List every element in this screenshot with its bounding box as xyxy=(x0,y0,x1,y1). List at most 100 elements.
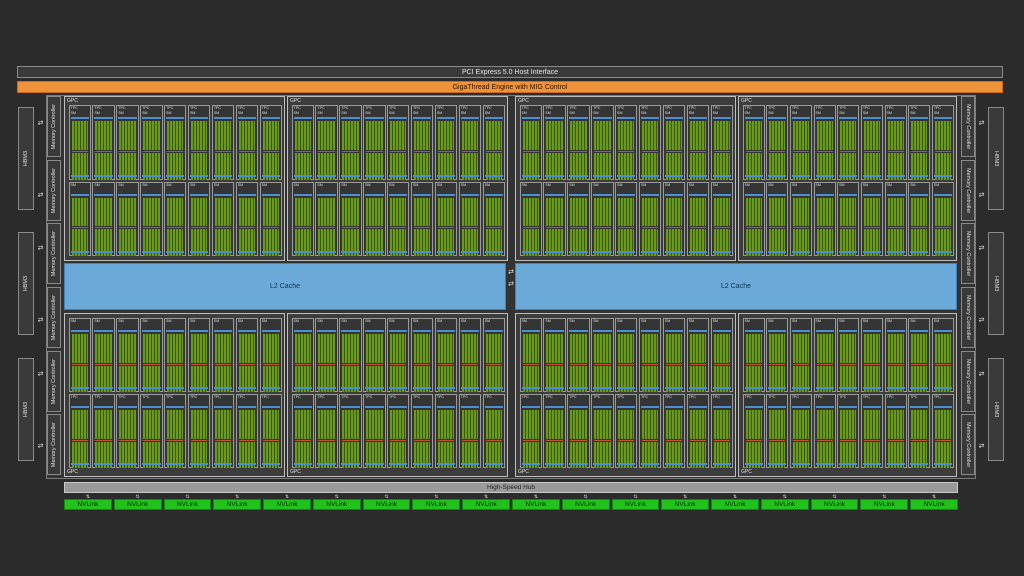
sm-block: SM xyxy=(259,181,282,256)
sm-cache-strip xyxy=(593,406,612,408)
sm-cache-strip xyxy=(293,174,312,177)
sm-block: TPC xyxy=(140,394,163,468)
sm-block: SM xyxy=(187,181,211,256)
sm-cores xyxy=(934,365,951,392)
sm-cache-strip xyxy=(341,174,360,177)
sm-register-strip xyxy=(143,439,160,441)
hbm3-label: HBM3 xyxy=(23,275,29,292)
sm-register-strip xyxy=(665,363,683,365)
sm-label: SM xyxy=(237,111,244,115)
sm-block: SM xyxy=(116,181,139,256)
sm-block: TPC xyxy=(68,394,91,468)
sm-cache-strip xyxy=(436,387,456,389)
sm-cores xyxy=(318,334,335,363)
sm-cache-strip xyxy=(412,330,432,332)
sm-register-strip xyxy=(461,150,479,152)
sm-cores xyxy=(71,152,88,180)
nvlink-label: NVLink xyxy=(376,501,398,508)
sm-cache-strip xyxy=(886,117,905,119)
sm-register-strip xyxy=(437,439,455,441)
sm-cache-strip xyxy=(712,193,731,196)
sm-label: SM xyxy=(617,111,623,115)
sm-label: SM xyxy=(341,111,347,115)
sm-cache-strip xyxy=(640,330,660,332)
sm-label: SM xyxy=(166,319,172,323)
sm-block: TPC xyxy=(363,394,386,468)
sm-cores xyxy=(641,121,659,150)
sm-cache-strip xyxy=(70,387,89,389)
nvlink-label: NVLink xyxy=(127,501,149,508)
sm-label: SM xyxy=(688,319,695,323)
memory-controller: Memory Controller xyxy=(47,223,61,284)
sm-register-strip xyxy=(641,227,659,229)
hbm3-stack: HBM3 xyxy=(18,232,34,335)
sm-block: SM xyxy=(315,181,338,256)
sm-cores xyxy=(546,229,563,256)
sm-cores xyxy=(214,334,232,363)
sm-register-strip xyxy=(190,150,208,152)
sm-label: SM xyxy=(189,182,196,187)
sm-label: SM xyxy=(412,182,419,187)
bidirectional-arrow-icon: ⇄ xyxy=(37,192,44,199)
sm-cores xyxy=(318,229,335,256)
sm-register-strip xyxy=(390,439,407,441)
sm-cache-strip xyxy=(412,463,432,465)
sm-register-strip xyxy=(713,227,730,229)
memory-controller-label: Memory Controller xyxy=(965,294,971,341)
sm-label: SM xyxy=(70,182,76,187)
sm-cache-strip xyxy=(412,174,432,177)
sm-label: TPC xyxy=(688,395,696,399)
sm-cache-strip xyxy=(213,330,233,332)
sm-label: SM xyxy=(862,319,869,323)
sm-block: SM xyxy=(259,318,282,392)
sm-cores xyxy=(792,410,809,439)
sm-cache-strip xyxy=(815,117,834,119)
sm-cores xyxy=(262,229,279,256)
sm-cores xyxy=(190,152,208,180)
sm-cache-strip xyxy=(237,174,257,177)
sm-label: SM xyxy=(688,111,695,115)
sm-cores xyxy=(887,121,904,150)
sm-cores xyxy=(546,197,563,227)
sm-cache-strip xyxy=(768,330,787,332)
sm-register-strip xyxy=(485,150,502,152)
hub-label: High-Speed Hub xyxy=(486,484,536,491)
sm-register-strip xyxy=(95,363,112,365)
sm-cache-strip xyxy=(293,193,312,196)
sm-block: SM xyxy=(363,181,386,256)
sm-cache-strip xyxy=(839,330,858,332)
sm-cores xyxy=(95,121,112,150)
sm-cache-strip xyxy=(189,174,209,177)
sm-cache-strip xyxy=(237,251,257,253)
sm-cache-strip xyxy=(815,330,834,332)
sm-cores xyxy=(95,197,112,227)
sm-label: TPC xyxy=(436,395,445,399)
sm-cache-strip xyxy=(261,463,280,465)
sm-cores xyxy=(238,334,256,363)
sm-block: TPC xyxy=(434,394,458,468)
sm-register-strip xyxy=(342,150,359,152)
sm-cache-strip xyxy=(617,174,636,177)
sm-cache-strip xyxy=(815,174,834,177)
sm-cache-strip xyxy=(862,174,881,177)
sm-cache-strip xyxy=(933,174,952,177)
l2-crossbar-arrow-icon: ⇄⇄ xyxy=(508,269,514,288)
sm-cache-strip xyxy=(593,463,612,465)
sm-cache-strip xyxy=(341,406,360,408)
sm-cores xyxy=(485,334,502,363)
sm-cores xyxy=(594,197,611,227)
sm-cache-strip xyxy=(94,174,113,177)
sm-register-strip xyxy=(934,227,951,229)
sm-label: TPC xyxy=(664,395,673,399)
sm-label: SM xyxy=(237,319,244,323)
sm-label: SM xyxy=(593,111,599,115)
sm-label: TPC xyxy=(237,395,245,399)
sm-register-strip xyxy=(911,227,928,229)
sm-cache-strip xyxy=(910,406,929,408)
sm-cores xyxy=(485,197,502,227)
sm-register-strip xyxy=(262,363,279,365)
sm-label: TPC xyxy=(617,395,625,399)
